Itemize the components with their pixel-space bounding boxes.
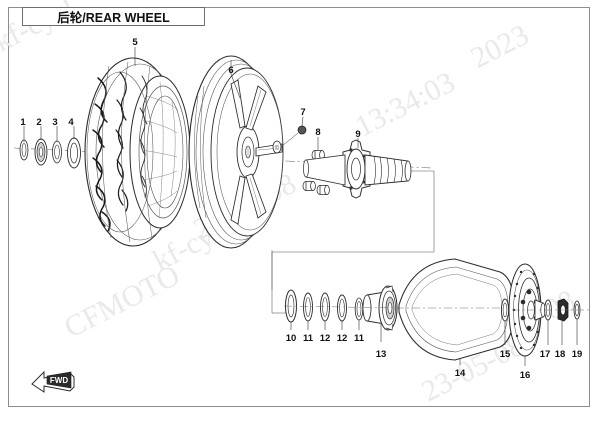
forward-arrow-badge: FWD: [31, 370, 75, 393]
ring-19-part: [573, 300, 581, 345]
callout-spacer-15: 15: [499, 349, 511, 360]
callout-circlip-3: 3: [52, 117, 58, 128]
hub-spindle-part: [303, 138, 412, 199]
lower-ring-parts: [285, 289, 364, 330]
callout-wheel-hub-spindle-9: 9: [355, 129, 361, 140]
left-small-parts: [19, 126, 81, 169]
callout-brake-disc-sprocket-16: 16: [519, 370, 531, 381]
callout-washer-11: 11: [302, 333, 314, 344]
callout-bolt-set-8: 8: [315, 127, 321, 138]
tire-part: [84, 47, 191, 247]
spacer-15-part: [500, 298, 510, 345]
washer-17-part: [544, 299, 552, 345]
callout-cotter-pin-ring-19: 19: [571, 349, 583, 360]
final-drive-housing-part: [362, 285, 398, 342]
callout-oil-seal-4: 4: [68, 117, 74, 128]
callout-shim-12: 12: [336, 333, 348, 344]
nut-18-part: [557, 298, 569, 345]
page-title: 后轮/REAR WHEEL: [57, 11, 170, 25]
callout-shim-12: 12: [319, 333, 331, 344]
valve-part: [281, 116, 307, 147]
fwd-label: FWD: [50, 376, 68, 385]
callout-final-drive-housing-13: 13: [375, 349, 387, 360]
callout-nut-18: 18: [554, 349, 566, 360]
page-title-box: 后轮/REAR WHEEL: [22, 7, 205, 26]
callout-tire-5: 5: [132, 37, 138, 48]
callout-washer-17: 17: [539, 349, 551, 360]
svg-text:©: ©: [275, 145, 280, 152]
callout-bearing-2: 2: [36, 117, 42, 128]
callout-washer-11: 11: [353, 333, 365, 344]
callout-valve-stem-7: 7: [300, 107, 306, 118]
diagram-frame: [8, 7, 590, 407]
callout-swingarm-14: 14: [454, 368, 466, 379]
callout-spacer-ring-1: 1: [20, 117, 26, 128]
callout-retaining-ring-10: 10: [285, 333, 297, 344]
callout-wheel-rim-6: 6: [228, 65, 234, 76]
wheel-rim-part: ©: [188, 55, 284, 249]
